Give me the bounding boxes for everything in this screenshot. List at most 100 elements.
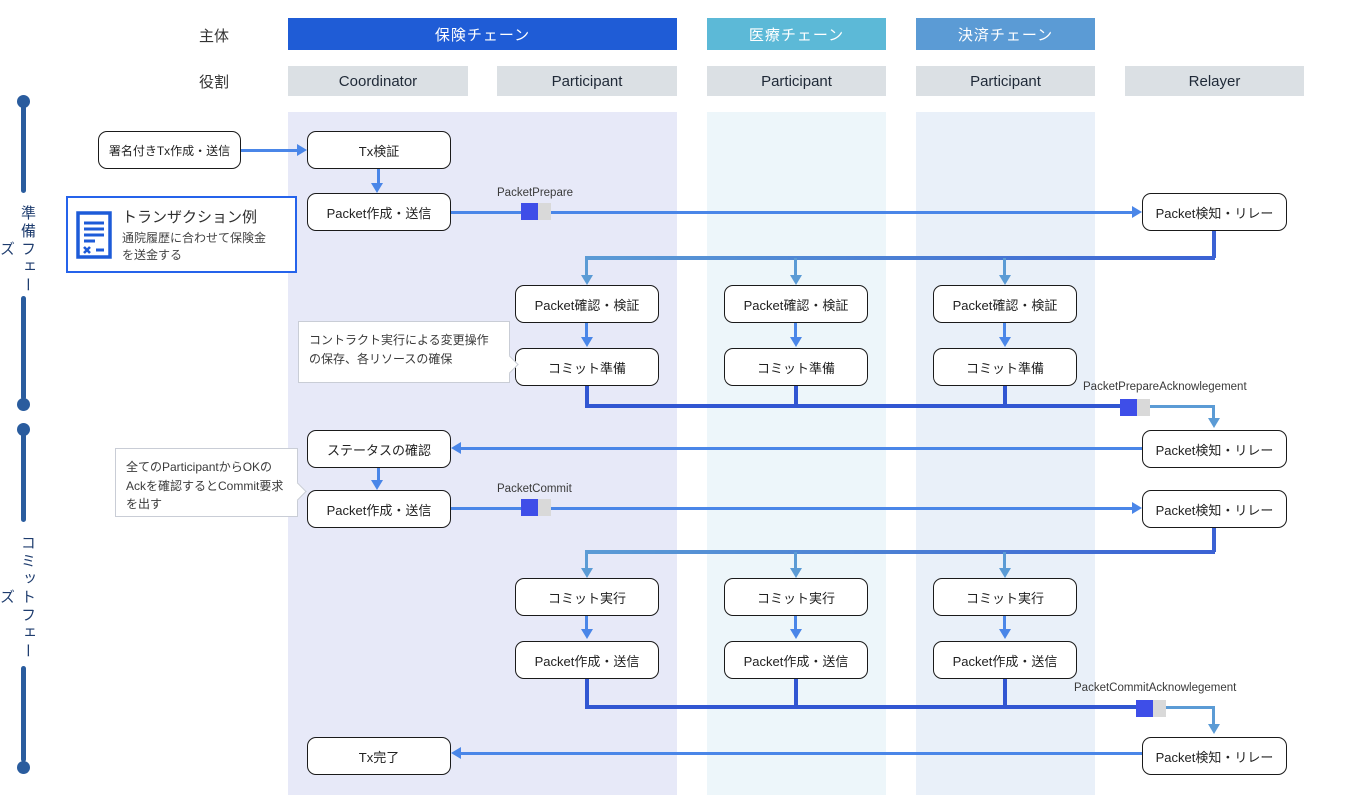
connector-prepare-ack-to-relay2 [1150, 405, 1215, 408]
step-packet-send-1: Packet作成・送信 [515, 641, 659, 679]
callout-contract-execution: コントラクト実行による変更操作の保存、各リソースの確保 [298, 321, 519, 383]
arrowhead-into-confirm3 [999, 275, 1011, 285]
connector-prepare3-ack-drop [1003, 386, 1007, 408]
arrowhead-into-tx-complete [451, 747, 461, 759]
step-status-check: ステータスの確認 [307, 430, 451, 468]
role-participant-settlement: Participant [916, 66, 1095, 96]
step-commit-prepare-3: コミット準備 [933, 348, 1077, 386]
phase2-end-dot [17, 761, 30, 774]
arrowhead-into-prepare3 [999, 337, 1011, 347]
connector-collect-prepare-ack [585, 404, 1122, 408]
arrowhead-into-prepare1 [581, 337, 593, 347]
step-relay-2: Packet検知・リレー [1142, 430, 1287, 468]
transaction-example-title: トランザクション例 [122, 208, 258, 226]
connector-branch2-p2 [794, 552, 797, 569]
step-packet-confirm-1: Packet確認・検証 [515, 285, 659, 323]
arrowhead-into-packet-create2 [371, 480, 383, 490]
arrowhead-into-relay1 [1132, 206, 1142, 218]
connector-distribute-prepare [585, 256, 1215, 260]
step-commit-prepare-2: コミット準備 [724, 348, 868, 386]
connector-prepare2-ack-drop [794, 386, 798, 408]
connector-commit2-send2 [794, 615, 797, 630]
phase1-end-dot [17, 398, 30, 411]
step-packet-confirm-2: Packet確認・検証 [724, 285, 868, 323]
phase1-line-top [21, 101, 26, 193]
arrowhead-into-relay4 [1208, 724, 1220, 734]
step-commit-exec-2: コミット実行 [724, 578, 868, 616]
arrowhead-into-tx-verify [297, 144, 307, 156]
phase1-line-bottom [21, 296, 26, 400]
connector-relay3-drop [1212, 527, 1216, 552]
arrowhead-into-confirm2 [790, 275, 802, 285]
arrowhead-into-prepare2 [790, 337, 802, 347]
phase2-line-top [21, 429, 26, 522]
connector-packetprepare [451, 211, 1132, 214]
connector-relay4-to-txcomplete [461, 752, 1142, 755]
step-packet-create-send-prepare: Packet作成・送信 [307, 193, 451, 231]
role-participant-insurance: Participant [497, 66, 677, 96]
connector-distribute-commit [585, 550, 1215, 554]
role-coordinator: Coordinator [288, 66, 468, 96]
connector-send1-ack-drop [585, 679, 589, 709]
arrowhead-into-commit3 [999, 568, 1011, 578]
callout-commit-request-text: 全てのParticipantからOKのAckを確認するとCommit要求を出す [126, 460, 284, 512]
role-axis-label: 役割 [199, 74, 230, 91]
step-packet-create-send-commit: Packet作成・送信 [307, 490, 451, 528]
connector-verify-to-create [377, 169, 380, 184]
role-participant-medical: Participant [707, 66, 886, 96]
connector-collect-commit-ack [585, 705, 1140, 709]
subject-axis-label: 主体 [199, 28, 230, 45]
step-relay-1: Packet検知・リレー [1142, 193, 1287, 231]
step-packet-confirm-3: Packet確認・検証 [933, 285, 1077, 323]
arrowhead-into-relay2 [1208, 418, 1220, 428]
packet-commit-ack-label: PacketCommitAcknowlegement [1074, 682, 1237, 694]
connector-send2-ack-drop [794, 679, 798, 709]
connector-branch1-p2 [794, 258, 797, 276]
packet-prepare-label: PacketPrepare [497, 187, 574, 199]
packet-commit-ack-icon-tail [1153, 700, 1166, 717]
step-tx-complete: Tx完了 [307, 737, 451, 775]
packet-prepare-ack-icon-tail [1137, 399, 1150, 416]
arrowhead-into-relay3 [1132, 502, 1142, 514]
connector-branch1-p1 [585, 258, 588, 276]
connector-packetcommit [451, 507, 1132, 510]
chain-header-insurance: 保険チェーン [288, 18, 677, 50]
step-tx-verify: Tx検証 [307, 131, 451, 169]
arrowhead-into-send3 [999, 629, 1011, 639]
connector-confirm2-prepare2 [794, 322, 797, 338]
connector-send3-ack-drop [1003, 679, 1007, 709]
packet-prepare-icon-tail [538, 203, 551, 220]
packet-prepare-icon [521, 203, 538, 220]
packet-commit-icon-tail [538, 499, 551, 516]
transaction-example-card: トランザクション例 通院履歴に合わせて保険金を送金する [66, 196, 297, 273]
step-commit-prepare-1: コミット準備 [515, 348, 659, 386]
step-commit-exec-3: コミット実行 [933, 578, 1077, 616]
transaction-document-icon [76, 210, 112, 259]
connector-status-to-create2 [377, 467, 380, 481]
chain-header-settlement: 決済チェーン [916, 18, 1095, 50]
callout-commit-request: 全てのParticipantからOKのAckを確認するとCommit要求を出す [115, 448, 307, 517]
connector-prepare-ack-drop2 [1212, 405, 1215, 420]
arrowhead-into-packet-create [371, 183, 383, 193]
connector-commit-ack-drop2 [1212, 706, 1215, 725]
arrowhead-into-status-check [451, 442, 461, 454]
connector-branch2-p3 [1003, 552, 1006, 569]
connector-relay1-drop [1212, 231, 1216, 258]
step-packet-send-2: Packet作成・送信 [724, 641, 868, 679]
connector-confirm1-prepare1 [585, 322, 588, 338]
arrowhead-into-commit2 [790, 568, 802, 578]
arrowhead-into-commit1 [581, 568, 593, 578]
connector-confirm3-prepare3 [1003, 322, 1006, 338]
phase1-label: 準備フェーズ [0, 204, 36, 295]
packet-prepare-ack-icon [1120, 399, 1137, 416]
arrowhead-into-confirm1 [581, 275, 593, 285]
packet-commit-label: PacketCommit [497, 483, 572, 495]
packet-commit-ack-icon [1136, 700, 1153, 717]
phase2-label: コミットフェーズ [0, 535, 36, 661]
connector-commit3-send3 [1003, 615, 1006, 630]
phase2-line-bottom [21, 666, 26, 762]
step-relay-3: Packet検知・リレー [1142, 490, 1287, 528]
connector-branch1-p3 [1003, 258, 1006, 276]
arrowhead-into-send2 [790, 629, 802, 639]
